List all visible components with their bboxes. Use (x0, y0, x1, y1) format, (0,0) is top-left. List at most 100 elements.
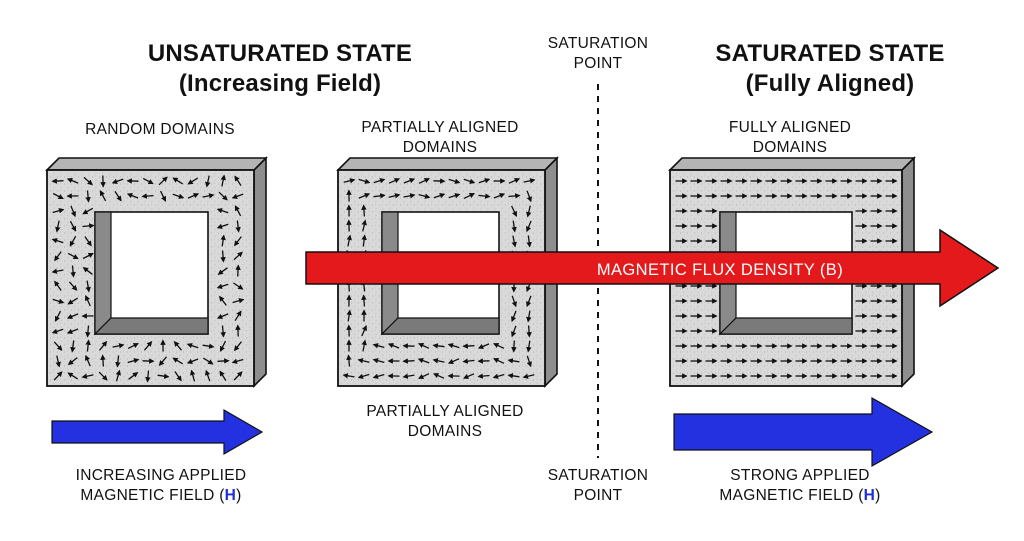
domain-arrow (477, 343, 490, 349)
unsaturated-subheading: (Increasing Field) (178, 70, 382, 97)
domain-arrow (235, 264, 241, 277)
strong-field-label: STRONG APPLIED MAGNETIC FIELD (H) (680, 466, 920, 506)
domain-arrow (69, 235, 77, 247)
domain-arrow (526, 220, 532, 233)
domain-arrow (202, 343, 215, 349)
domain-arrow (511, 205, 517, 217)
domain-arrow (84, 236, 92, 247)
domain-arrow (216, 223, 229, 229)
core-inner-floor (718, 317, 853, 335)
domain-arrow (478, 193, 491, 199)
saturation-bottom-line2: POINT (573, 487, 623, 504)
domain-arrow (55, 220, 61, 233)
domain-arrow (462, 343, 475, 349)
domain-arrow (373, 193, 386, 199)
domain-arrow (70, 265, 76, 278)
domain-arrow (526, 310, 532, 323)
domain-arrow (402, 358, 415, 364)
domain-arrow (233, 371, 243, 381)
domain-arrow (174, 371, 182, 382)
domain-arrow (477, 373, 490, 379)
domain-arrow (128, 372, 139, 380)
domain-arrow (172, 177, 184, 185)
domain-arrow (172, 193, 185, 199)
strong-field-prefix: MAGNETIC FIELD ( (719, 487, 864, 504)
domain-arrow (511, 235, 517, 248)
domain-arrow (114, 191, 122, 202)
domain-arrow (52, 208, 65, 214)
domain-arrow (508, 193, 521, 199)
domain-arrow (234, 205, 242, 217)
domain-arrow (418, 193, 431, 199)
domain-arrow (219, 370, 227, 381)
core-top-face (668, 157, 916, 171)
domain-arrow (478, 178, 491, 184)
domain-arrow (112, 343, 125, 349)
increasing-field-line1: INCREASING APPLIED (75, 467, 247, 484)
domain-arrow (216, 313, 229, 319)
core-inner-floor (380, 317, 500, 335)
domain-arrow (216, 283, 229, 289)
partial-label-line1: PARTIALLY ALIGNED (361, 119, 519, 136)
domain-arrow (346, 309, 352, 322)
domain-arrow (463, 178, 476, 184)
domain-arrow (358, 178, 371, 184)
domain-arrow (142, 177, 154, 185)
domain-arrow (205, 369, 211, 382)
domain-arrow (70, 340, 76, 353)
core-inner-floor (93, 317, 209, 335)
domain-arrow (202, 193, 215, 199)
domain-arrow (358, 193, 371, 199)
full-label-line2: DOMAINS (752, 139, 828, 156)
saturation-bottom-line1: SATURATION (547, 467, 649, 484)
domain-arrow (526, 235, 532, 248)
domain-arrow (85, 325, 91, 338)
domain-arrow (51, 178, 64, 184)
domain-arrow (51, 268, 64, 274)
domain-arrow (526, 205, 532, 218)
saturation-top-line1: SATURATION (547, 35, 649, 52)
domain-arrow (82, 252, 94, 260)
domain-arrow (462, 358, 475, 364)
domain-arrow (233, 251, 243, 261)
domain-arrow (51, 328, 64, 334)
domain-arrow (372, 358, 385, 364)
domain-arrow (373, 178, 386, 184)
domain-arrow (233, 282, 244, 290)
domain-arrow (357, 358, 370, 364)
strong-field-line1: STRONG APPLIED (730, 467, 870, 484)
domain-arrow (231, 193, 244, 199)
domain-arrow (98, 340, 108, 351)
domain-arrow (507, 358, 520, 364)
domain-arrow (216, 208, 229, 214)
domain-arrow (231, 358, 244, 364)
domain-arrow (54, 280, 62, 291)
h-symbol: H (863, 487, 876, 504)
domain-arrow (158, 356, 167, 367)
domain-arrow (417, 358, 430, 364)
core-window (94, 211, 209, 335)
domain-arrow (357, 373, 370, 379)
domain-arrow (127, 343, 139, 349)
domain-arrow (522, 373, 535, 379)
domain-arrow (205, 175, 211, 188)
domain-arrow (111, 178, 124, 184)
domain-arrow (127, 358, 140, 364)
domain-arrow (508, 178, 521, 184)
core-random-domains (45, 156, 268, 388)
domain-arrow (218, 191, 228, 201)
domain-arrow (67, 252, 79, 260)
domain-arrow (220, 174, 226, 187)
domain-arrow (100, 354, 106, 367)
core-inner-wall (94, 211, 112, 336)
domain-arrow (232, 298, 245, 304)
domain-arrow (144, 340, 153, 351)
domain-arrow (85, 280, 91, 293)
increasing-field-line2: MAGNETIC FIELD (H) (36, 486, 286, 506)
domain-arrow (187, 193, 200, 199)
domain-arrow (219, 295, 227, 306)
domain-arrow (220, 234, 226, 247)
domain-arrow (361, 339, 367, 352)
